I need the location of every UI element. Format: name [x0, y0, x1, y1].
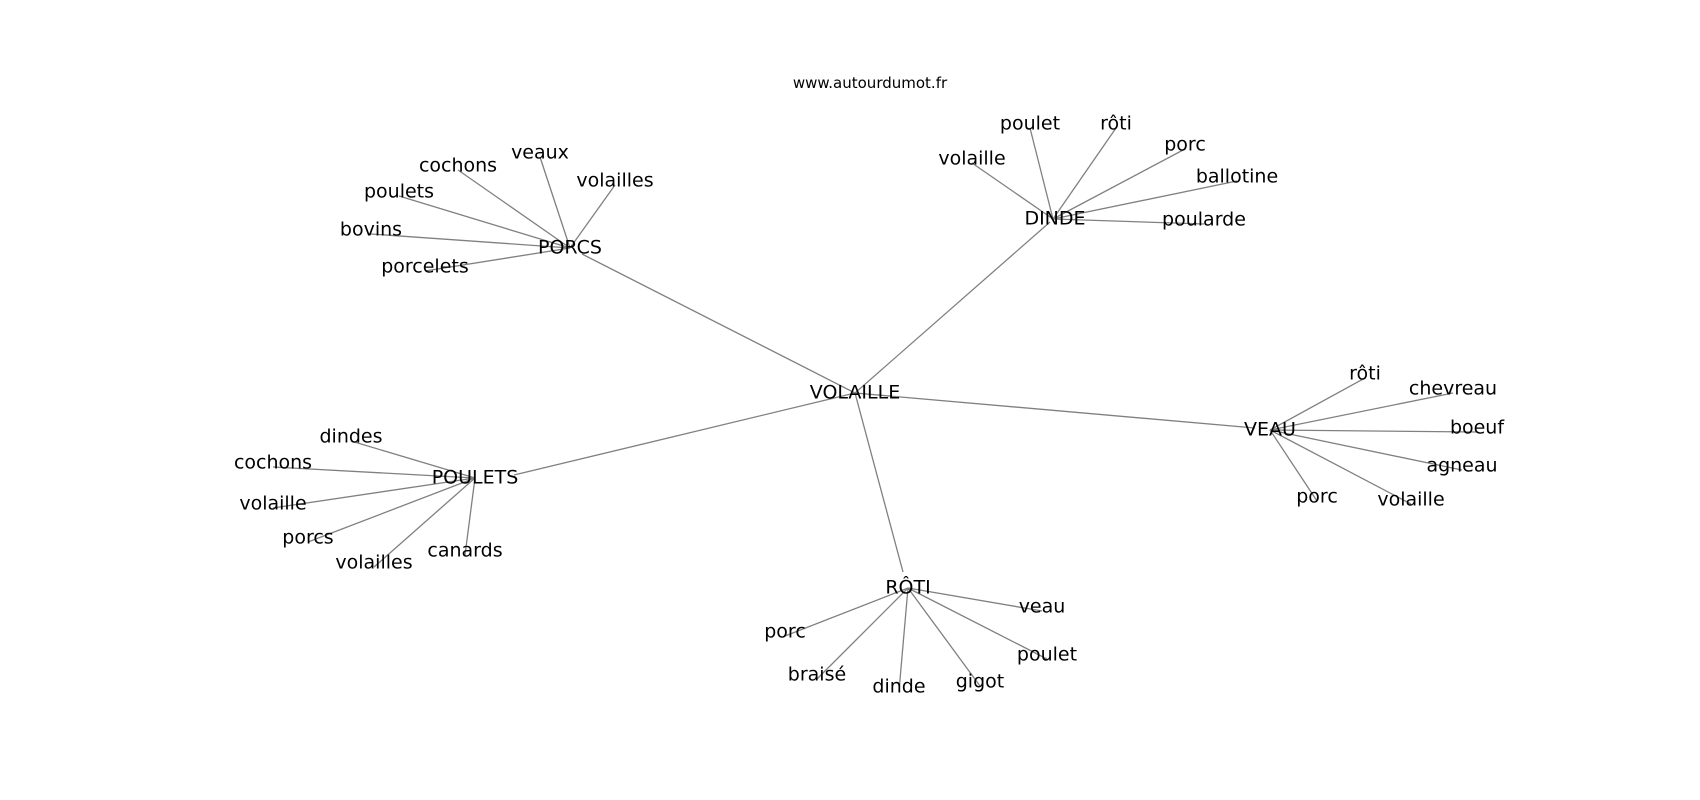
- node-poulets-child[interactable]: cochons: [234, 452, 312, 474]
- node-hub-dinde[interactable]: DINDE: [1024, 208, 1085, 230]
- node-hub-porcs[interactable]: PORCS: [538, 237, 602, 259]
- edge-porcs-1: [539, 156, 571, 249]
- node-veau-child[interactable]: porc: [1296, 486, 1338, 508]
- edge-dinde-1: [1052, 127, 1117, 220]
- edge-roti-2: [907, 587, 1048, 660]
- edge-center-poulets: [513, 392, 856, 476]
- node-roti-child[interactable]: dinde: [872, 676, 925, 698]
- node-center[interactable]: VOLAILLE: [810, 382, 900, 404]
- edge-porcs-5: [424, 247, 571, 272]
- node-poulets-child[interactable]: canards: [427, 540, 502, 562]
- edge-roti-3: [816, 587, 909, 680]
- edge-veau-3: [1269, 429, 1463, 471]
- node-roti-child[interactable]: poulet: [1017, 644, 1077, 666]
- edge-veau-0: [1269, 377, 1366, 431]
- node-dinde-child[interactable]: porc: [1164, 134, 1206, 156]
- node-dinde-child[interactable]: volaille: [938, 148, 1005, 170]
- node-hub-roti[interactable]: RÔTI: [885, 575, 930, 599]
- edge-roti-4: [898, 587, 909, 692]
- node-poulets-child[interactable]: volailles: [335, 552, 412, 574]
- edge-roti-1: [784, 587, 909, 637]
- edge-veau-4: [1269, 429, 1318, 502]
- edge-porcs-4: [370, 233, 571, 249]
- edge-porcs-0: [457, 169, 571, 249]
- node-veau-child[interactable]: agneau: [1426, 455, 1497, 477]
- node-dinde-child[interactable]: rôti: [1100, 113, 1132, 135]
- edge-porcs-3: [398, 195, 571, 249]
- node-porcs-child[interactable]: porcelets: [381, 256, 469, 278]
- node-roti-child[interactable]: gigot: [956, 671, 1004, 693]
- edge-dinde-3: [1052, 148, 1186, 220]
- node-poulets-child[interactable]: porcs: [282, 527, 333, 549]
- node-hub-veau[interactable]: VEAU: [1244, 419, 1296, 441]
- edge-roti-0: [907, 587, 1043, 612]
- node-poulets-child[interactable]: volaille: [239, 493, 306, 515]
- edge-dinde-2: [971, 162, 1054, 220]
- node-veau-child[interactable]: chevreau: [1409, 378, 1497, 400]
- edge-poulets-2: [272, 477, 476, 509]
- edge-veau-2: [1269, 429, 1478, 433]
- node-porcs-child[interactable]: poulets: [364, 181, 434, 203]
- edge-dinde-0: [1029, 127, 1054, 220]
- edge-poulets-1: [272, 466, 476, 479]
- edge-center-dinde: [854, 221, 1051, 394]
- edge-porcs-2: [569, 184, 616, 249]
- node-veau-child[interactable]: rôti: [1349, 363, 1381, 385]
- site-title: www.autourdumot.fr: [792, 74, 948, 92]
- node-porcs-child[interactable]: bovins: [340, 219, 402, 241]
- node-roti-child[interactable]: braisé: [788, 664, 846, 686]
- edge-poulets-4: [373, 477, 476, 568]
- edge-center-veau: [854, 392, 1256, 429]
- edge-poulets-5: [464, 477, 476, 556]
- node-porcs-child[interactable]: cochons: [419, 155, 497, 177]
- node-porcs-child[interactable]: veaux: [511, 142, 569, 164]
- edge-poulets-0: [350, 440, 476, 479]
- node-dinde-child[interactable]: ballotine: [1196, 166, 1278, 188]
- edge-dinde-4: [1052, 180, 1238, 220]
- node-dinde-child[interactable]: poulet: [1000, 113, 1060, 135]
- edge-center-porcs: [581, 253, 856, 394]
- edge-center-roti: [854, 392, 904, 573]
- node-veau-child[interactable]: boeuf: [1450, 417, 1505, 439]
- node-poulets-child[interactable]: dindes: [319, 426, 382, 448]
- node-roti-child[interactable]: veau: [1019, 596, 1066, 618]
- node-roti-child[interactable]: porc: [764, 621, 806, 643]
- edge-poulets-3: [307, 477, 476, 543]
- edge-dinde-5: [1052, 218, 1205, 225]
- edge-veau-5: [1269, 429, 1412, 505]
- node-dinde-child[interactable]: poularde: [1162, 209, 1246, 231]
- node-hub-poulets[interactable]: POULETS: [432, 467, 519, 489]
- node-veau-child[interactable]: volaille: [1377, 489, 1444, 511]
- node-porcs-child[interactable]: volailles: [576, 170, 653, 192]
- edge-roti-5: [907, 587, 981, 687]
- edge-veau-1: [1269, 392, 1454, 431]
